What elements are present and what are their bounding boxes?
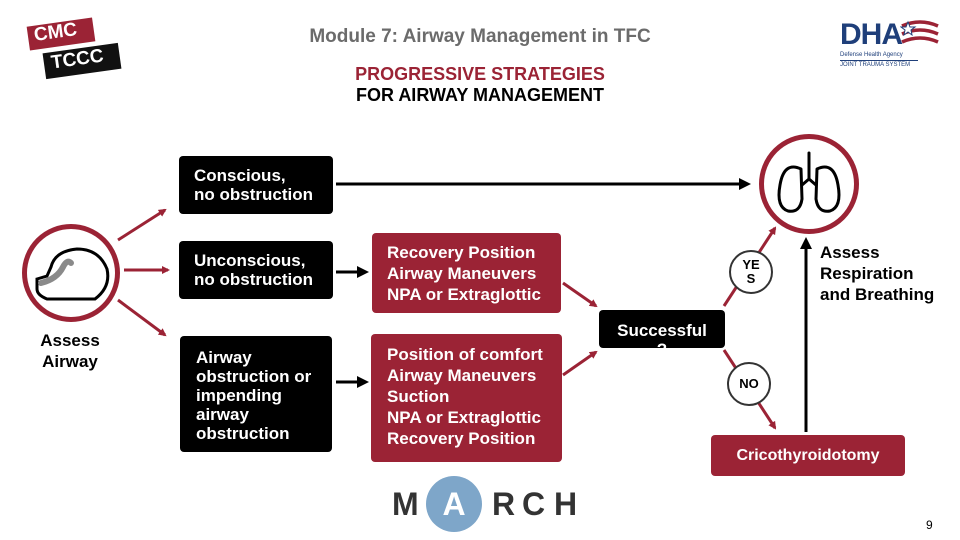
interventions-obstruction: Position of comfort Airway Maneuvers Suc… <box>371 334 562 462</box>
dha-logo-text: DHA <box>840 18 903 51</box>
cricothyroidotomy-box: Cricothyroidotomy <box>711 435 905 476</box>
dha-subtitle-1: Defense Health Agency <box>840 52 903 58</box>
arrow-to-obstruction <box>117 298 167 337</box>
heading-line2: FOR AIRWAY MANAGEMENT <box>355 85 605 105</box>
dha-subtitle-2: JOINT TRAUMA SYSTEM <box>840 62 911 68</box>
heading-line1: PROGRESSIVE STRATEGIES <box>355 64 605 84</box>
march-letter-m: M <box>392 486 419 522</box>
dha-logo: DHA Defense Health Agency JOINT TRAUMA S… <box>840 18 940 70</box>
march-letter-a: A <box>442 486 466 522</box>
march-logo: M A R C H <box>392 476 592 532</box>
head-profile-icon <box>35 247 110 301</box>
flag-stripes-icon <box>900 20 939 44</box>
no-label: NO <box>727 362 771 406</box>
state-obstruction: Airway obstruction or impending airway o… <box>180 336 332 452</box>
arrow-interventions-to-decision-2 <box>562 350 598 377</box>
assess-airway-icon <box>22 224 120 322</box>
arrow-interventions-to-decision-1 <box>562 281 598 308</box>
page-number: 9 <box>926 518 933 532</box>
module-title: Module 7: Airway Management in TFC <box>309 26 651 47</box>
interventions-unconscious: Recovery Position Airway Maneuvers NPA o… <box>372 233 561 313</box>
assess-respiration-label: Assess Respiration and Breathing <box>820 243 935 304</box>
march-letter-h: H <box>554 486 578 522</box>
assess-respiration-icon <box>759 134 859 234</box>
march-letter-r: R <box>492 486 516 522</box>
assess-airway-label: Assess Airway <box>40 331 100 371</box>
state-unconscious: Unconscious, no obstruction <box>179 241 333 299</box>
march-letter-c: C <box>522 486 546 522</box>
decision-successful: Successful ? <box>599 310 725 348</box>
lungs-icon <box>777 151 841 213</box>
yes-label: YE S <box>729 250 773 294</box>
state-conscious: Conscious, no obstruction <box>179 156 333 214</box>
arrow-to-conscious <box>117 208 167 242</box>
